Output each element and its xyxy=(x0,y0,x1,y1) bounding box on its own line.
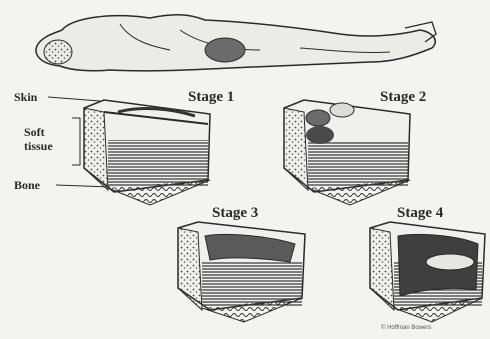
stage-2-block xyxy=(284,100,410,205)
bone-leader-line xyxy=(56,185,110,187)
stage-2-label: Stage 2 xyxy=(380,89,426,106)
stage-1-block xyxy=(84,100,210,205)
stage-1-label: Stage 1 xyxy=(188,89,234,106)
pressure-sore-spot xyxy=(205,38,245,62)
head-hair xyxy=(44,40,72,64)
stage-4-label: Stage 4 xyxy=(397,205,443,222)
bone-label: Bone xyxy=(14,178,40,193)
soft-tissue-bracket xyxy=(72,118,80,165)
illustrator-credit: © Hoffman Bowers xyxy=(381,325,431,331)
soft-tissue-label: Soft tissue xyxy=(24,125,68,153)
reclining-figure xyxy=(36,15,436,71)
stage-4-block xyxy=(370,222,485,322)
stage-3-label: Stage 3 xyxy=(212,205,258,222)
skin-leader-line xyxy=(48,97,100,101)
skin-label: Skin xyxy=(14,90,37,105)
stage-3-block xyxy=(178,222,305,322)
